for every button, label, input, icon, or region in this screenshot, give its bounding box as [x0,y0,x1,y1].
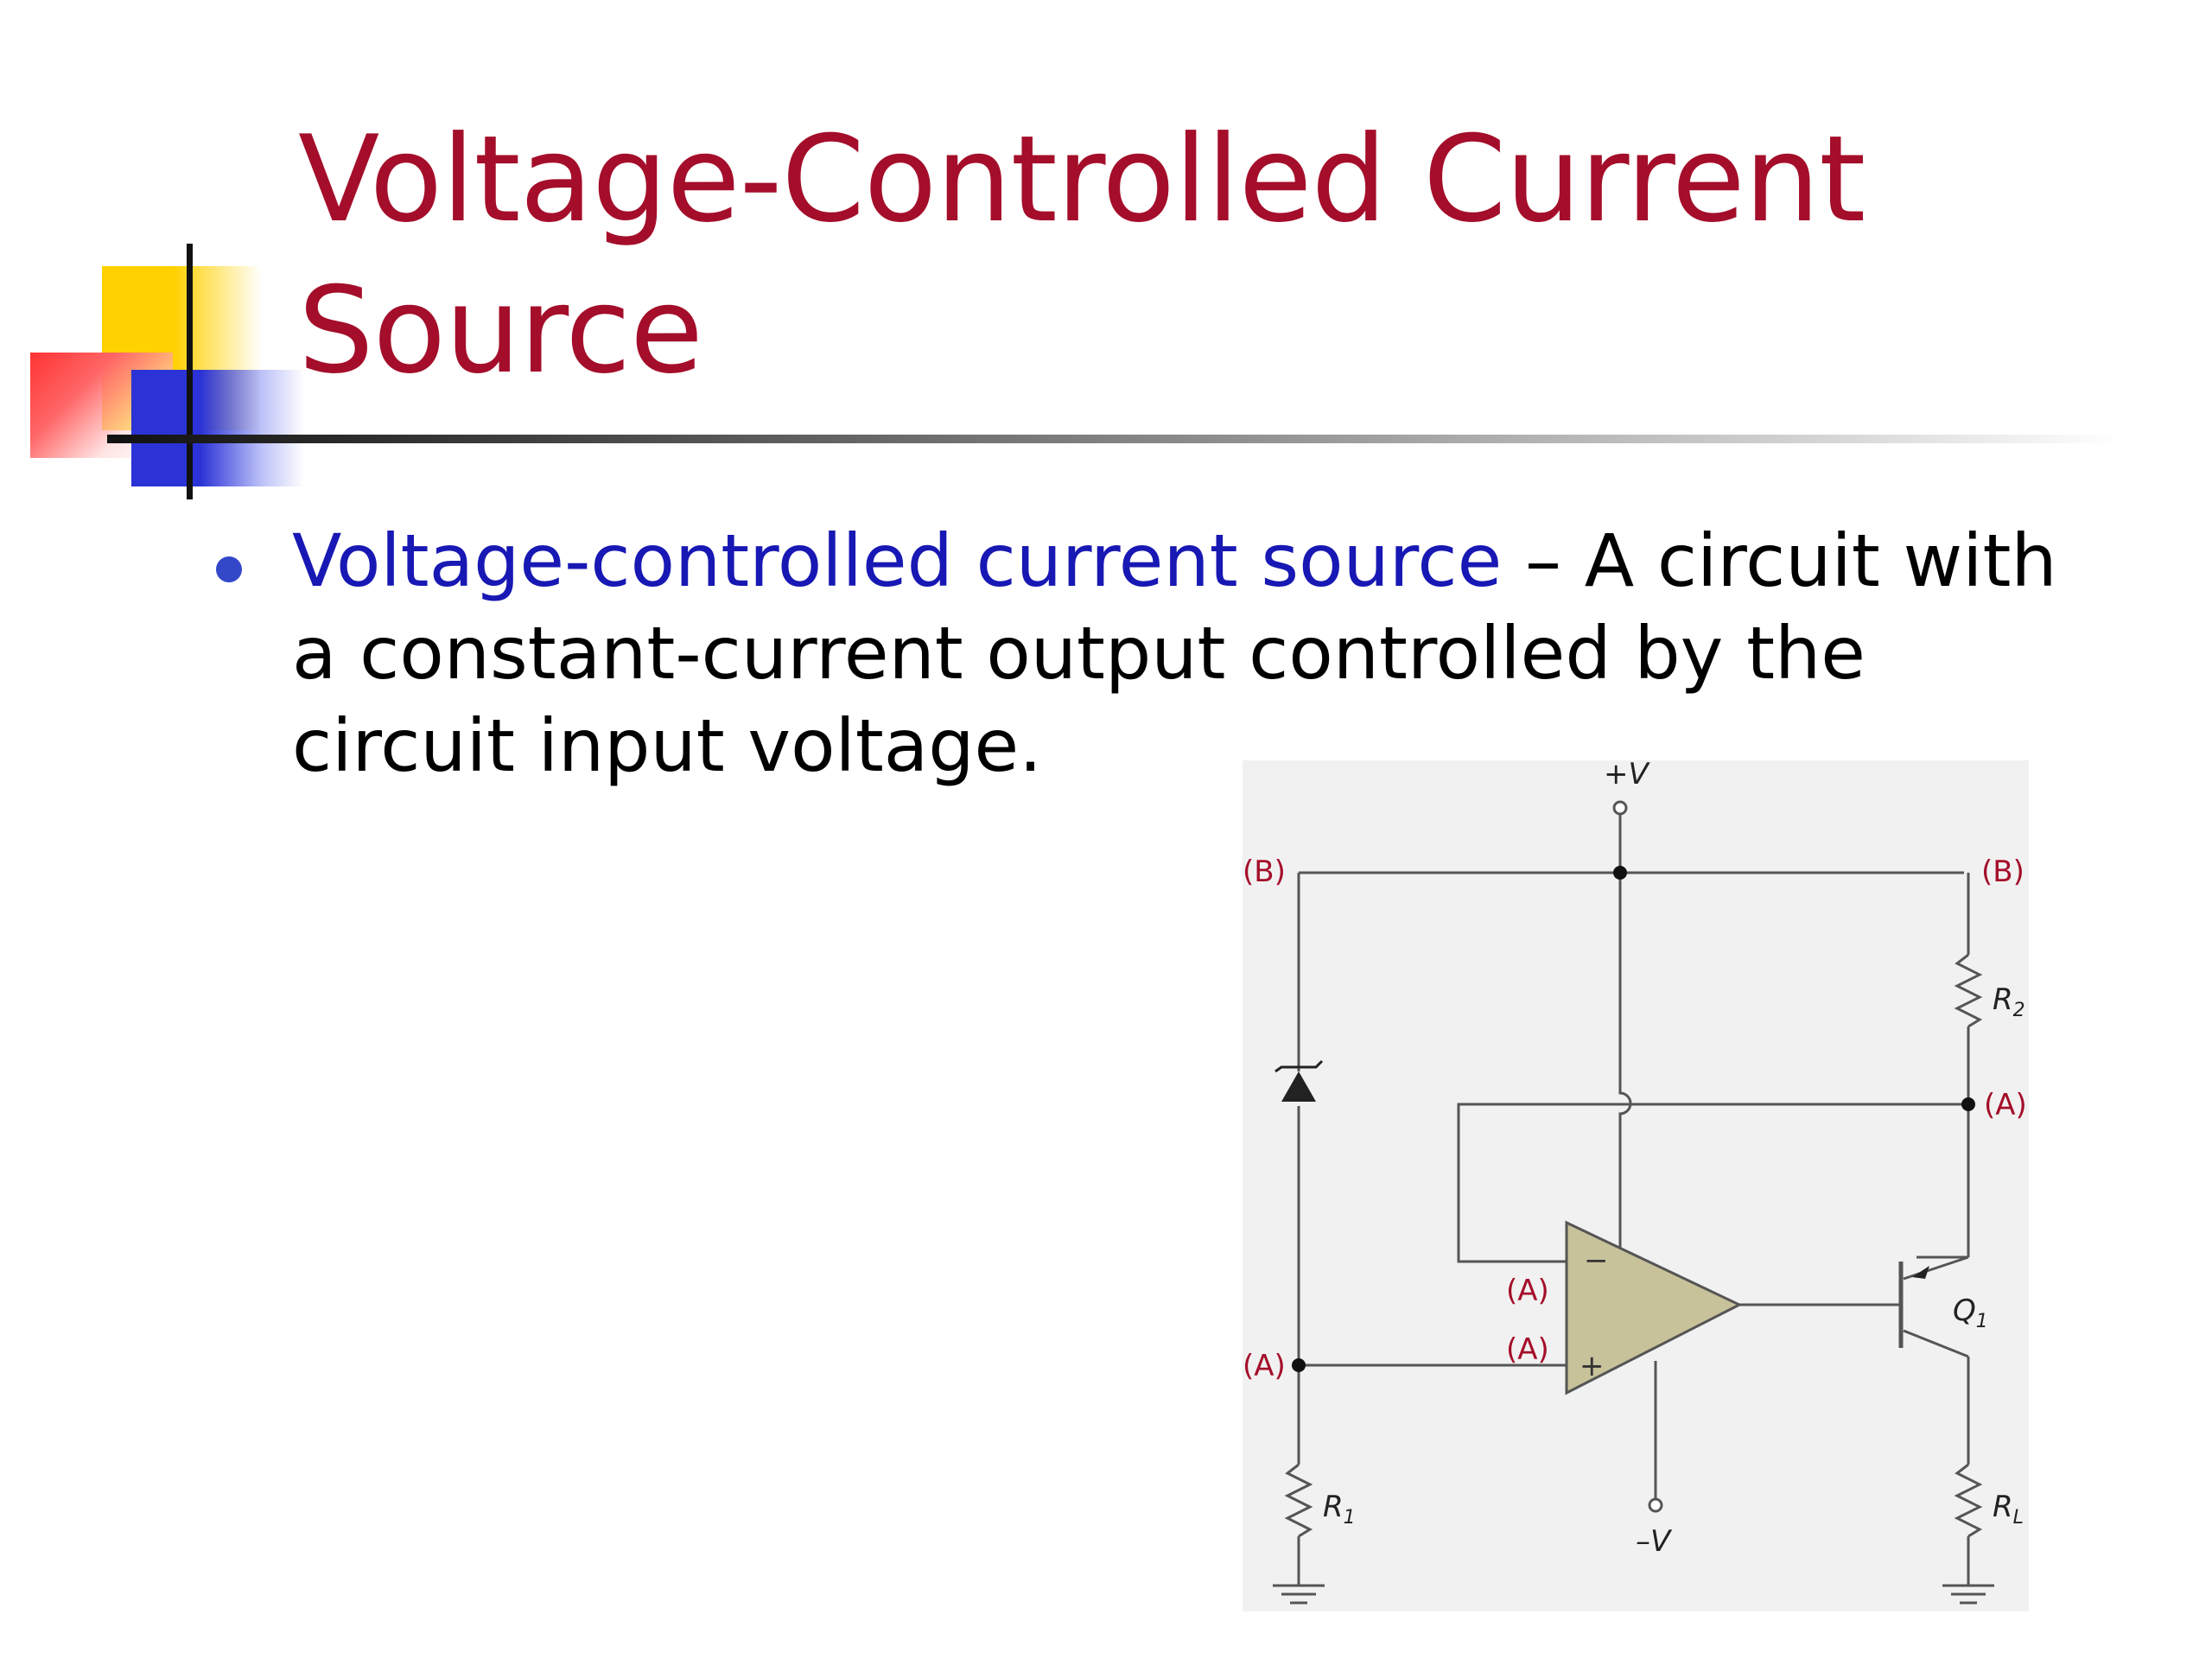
r1-label: R1 [1323,1490,1356,1529]
vplus-to-opamp-wire [1618,873,1632,1266]
opamp-plus-label: + [1580,1349,1605,1383]
title-underline [107,435,2120,443]
bullet-separator: – [1502,518,1585,603]
q1-label: Q1 [1953,1294,1988,1332]
r2-resistor [1954,953,1983,1028]
decoration-blue-square [131,370,304,486]
junction-dot-right [1961,1097,1975,1111]
slide-title-line1: Voltage-Controlled Current [298,110,1866,249]
vminus-terminal [1648,1497,1663,1513]
feedback-wire-left [1457,1103,1620,1263]
junction-dot-left [1292,1358,1306,1372]
r2-label: R2 [1993,982,2025,1021]
title-decoration [0,0,2212,518]
bullet-term: Voltage-controlled current source [292,518,1503,603]
circuit-diagram: − + +V –V (B) (B) (A) (A) (A) (A) R2 R1 … [1243,760,2029,1611]
bullet-text: Voltage-controlled current source – A ci… [292,515,2107,792]
node-b-left-label: (B) [1243,855,1286,889]
node-a-inv-label: (A) [1506,1274,1549,1308]
vminus-label: –V [1636,1524,1673,1559]
slide-title: Voltage-Controlled Current Source [298,104,2113,406]
circuit-schematic: − + +V –V (B) (B) (A) (A) (A) (A) R2 R1 … [1243,760,2027,1605]
bullet-definition: A circuit with a constant-current output… [292,518,2057,788]
r1-resistor [1284,1463,1313,1538]
node-b-right-label: (B) [1981,855,2024,889]
node-a-left-label: (A) [1243,1349,1286,1383]
zener-diode-bar [1274,1059,1324,1073]
decoration-vertical-line [187,244,193,499]
rl-resistor [1954,1463,1983,1538]
node-a-noninv-label: (A) [1506,1332,1549,1367]
opamp-minus-label: − [1584,1243,1609,1278]
node-a-right-label: (A) [1984,1088,2027,1122]
bullet-dot-icon [216,556,242,582]
rl-label: RL [1993,1490,2024,1529]
q1-collector [1903,1329,1969,1358]
slide-title-line2: Source [298,261,703,400]
vplus-terminal [1612,800,1628,816]
q1-emitter [1903,1255,1969,1281]
op-amp [1565,1220,1743,1395]
q1-emitter-arrow [1912,1266,1929,1279]
zener-diode [1281,1071,1316,1102]
vplus-label: +V [1604,760,1650,791]
junction-dot-top [1613,866,1627,880]
